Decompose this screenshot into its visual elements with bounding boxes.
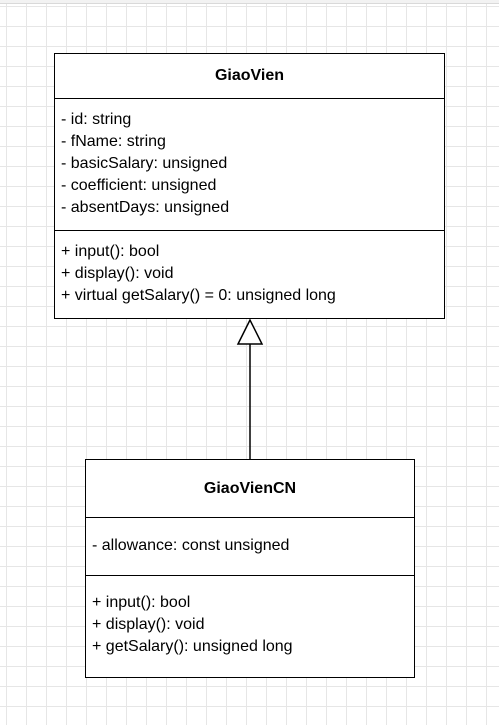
- class-giaoviencn-name: GiaoVienCN: [86, 460, 414, 518]
- attribute-allowance: - allowance: const unsigned: [92, 537, 290, 554]
- class-giaoviencn-attributes: - allowance: const unsigned: [86, 518, 414, 576]
- canvas-top-edge: [0, 0, 499, 4]
- attribute-coefficient: - coefficient: unsigned: [61, 177, 217, 194]
- attribute-fname: - fName: string: [61, 133, 166, 150]
- operation-input: + input(): bool: [92, 594, 191, 611]
- class-giaovien-attributes: - id: string - fName: string - basicSala…: [55, 99, 444, 231]
- operation-display: + display(): void: [92, 616, 205, 633]
- attribute-absent-days: - absentDays: unsigned: [61, 199, 230, 216]
- operation-display: + display(): void: [61, 265, 174, 282]
- inheritance-arrowhead[interactable]: [236, 318, 264, 345]
- class-giaoviencn[interactable]: GiaoVienCN - allowance: const unsigned +…: [85, 459, 415, 678]
- attribute-id: - id: string: [61, 111, 132, 128]
- operation-input: + input(): bool: [61, 243, 160, 260]
- class-giaovien-operations: + input(): bool + display(): void + virt…: [55, 231, 444, 307]
- class-giaoviencn-operations: + input(): bool + display(): void + getS…: [86, 576, 414, 658]
- attribute-basic-salary: - basicSalary: unsigned: [61, 155, 228, 172]
- class-giaovien-name: GiaoVien: [55, 54, 444, 99]
- class-giaovien[interactable]: GiaoVien - id: string - fName: string - …: [54, 53, 445, 319]
- operation-get-salary: + getSalary(): unsigned long: [92, 638, 293, 655]
- operation-get-salary: + virtual getSalary() = 0: unsigned long: [61, 287, 336, 304]
